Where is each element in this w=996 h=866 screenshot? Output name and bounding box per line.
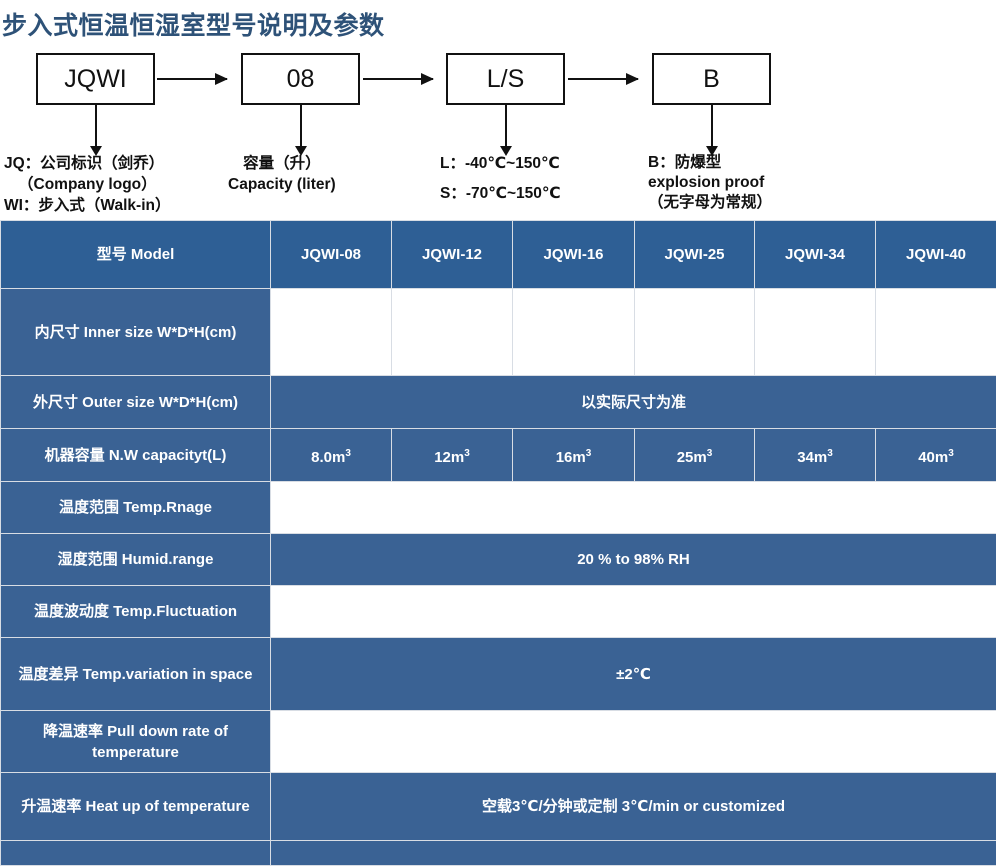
superscript: 3 [345,448,351,459]
row-merged-value: 1℃/分钟或定制 1℃/min or customized [271,711,996,773]
row-merged-value: ±2℃ [271,638,996,711]
caption-capacity-line1: 容量（升） [228,153,336,174]
row-value-5: 34m3 [755,429,876,482]
row-value-6: 40m3 [876,429,996,482]
table-row: 温度差异 Temp.variation in space±2℃ [1,638,996,711]
row-value-1: 8.0m3 [271,429,392,482]
flow-box-temp-type: L/S [446,53,565,105]
arrow-right-icon-3 [568,78,638,80]
row-value-1: 197*210*197 [271,289,392,376]
row-label: 降温速率 Pull down rate of temperature [1,711,271,773]
superscript: 3 [948,448,954,459]
superscript: 3 [827,448,833,459]
table-row: 温度波动度 Temp.Fluctuation±0.5℃ [1,586,996,638]
arrow-down-icon-4 [711,105,713,147]
caption-jqwi-line3: WI：步入式（Walk-in） [4,195,170,216]
header-model-6: JQWI-40 [876,221,996,289]
row-label: 内尺寸 Inner size W*D*H(cm) [1,289,271,376]
caption-explosion: B：防爆型 explosion proof （无字母为常规） [648,153,772,213]
table-row: 外尺寸 Outer size W*D*H(cm)以实际尺寸为准 [1,376,996,429]
caption-capacity-line2: Capacity (liter) [228,174,336,195]
row-merged-value [271,841,996,866]
model-code-diagram: JQWI 08 L/S B JQ：公司标识（剑乔） （Company logo）… [0,48,996,218]
caption-jqwi: JQ：公司标识（剑乔） （Company logo） WI：步入式（Walk-i… [4,153,170,216]
row-label: 湿度范围 Humid.range [1,534,271,586]
row-merged-value: ±0.5℃ [271,586,996,638]
caption-temp-type: L：-40℃~150℃ S：-70℃~150℃ [440,153,561,204]
row-merged-value: 空载3℃/分钟或定制 3℃/min or customized [271,773,996,841]
caption-spacer [440,174,561,183]
caption-temp-type-line2: S：-70℃~150℃ [440,183,561,204]
caption-temp-type-line1: L：-40℃~150℃ [440,153,561,174]
row-merged-value: 以实际尺寸为准 [271,376,996,429]
row-label: 温度差异 Temp.variation in space [1,638,271,711]
caption-jqwi-line2: （Company logo） [4,174,170,195]
caption-explosion-line3: （无字母为常规） [648,193,772,213]
arrow-down-icon-2 [300,105,302,147]
row-merged-value: 20 % to 98% RH [271,534,996,586]
table-row: 温度范围 Temp.Rnage-70℃/-40℃~85℃/120℃/150℃/1… [1,482,996,534]
superscript: 3 [586,448,592,459]
flow-box-capacity: 08 [241,53,360,105]
row-value-2: 302*210*197 [392,289,513,376]
row-value-4: 25m3 [635,429,755,482]
row-merged-value: -70℃/-40℃~85℃/120℃/150℃/180℃或定制 customiz… [271,482,996,534]
row-value-2: 12m3 [392,429,513,482]
row-label: 温度波动度 Temp.Fluctuation [1,586,271,638]
arrow-down-icon-3 [505,105,507,147]
caption-jqwi-line1: JQ：公司标识（剑乔） [4,153,170,174]
row-label: 温度范围 Temp.Rnage [1,482,271,534]
row-label: 机器容量 N.W capacityt(L) [1,429,271,482]
row-value-6: 512*210*407 [876,289,996,376]
arrow-right-icon-2 [363,78,433,80]
table-row [1,841,996,866]
superscript: 3 [464,448,470,459]
superscript: 3 [707,448,713,459]
header-model-4: JQWI-25 [635,221,755,289]
header-model-3: JQWI-16 [513,221,635,289]
row-value-4: 302*210*407 [635,289,755,376]
row-value-5: 407*210*407 [755,289,876,376]
caption-explosion-line2: explosion proof [648,173,772,193]
flow-box-explosion: B [652,53,771,105]
arrow-down-icon-1 [95,105,97,147]
row-label: 升温速率 Heat up of temperature [1,773,271,841]
page-root: 步入式恒温恒湿室型号说明及参数 JQWI 08 L/S B JQ：公司标识（剑乔… [0,0,996,810]
header-model-5: JQWI-34 [755,221,876,289]
arrow-right-icon-1 [157,78,227,80]
row-label: 外尺寸 Outer size W*D*H(cm) [1,376,271,429]
flow-box-jqwi: JQWI [36,53,155,105]
header-label-model: 型号 Model [1,221,271,289]
header-model-1: JQWI-08 [271,221,392,289]
row-value-3: 407*210*197 [513,289,635,376]
page-title: 步入式恒温恒湿室型号说明及参数 [2,6,385,42]
row-value-3: 16m3 [513,429,635,482]
row-label [1,841,271,866]
header-model-2: JQWI-12 [392,221,513,289]
caption-capacity: 容量（升） Capacity (liter) [228,153,336,195]
caption-explosion-line1: B：防爆型 [648,153,772,173]
